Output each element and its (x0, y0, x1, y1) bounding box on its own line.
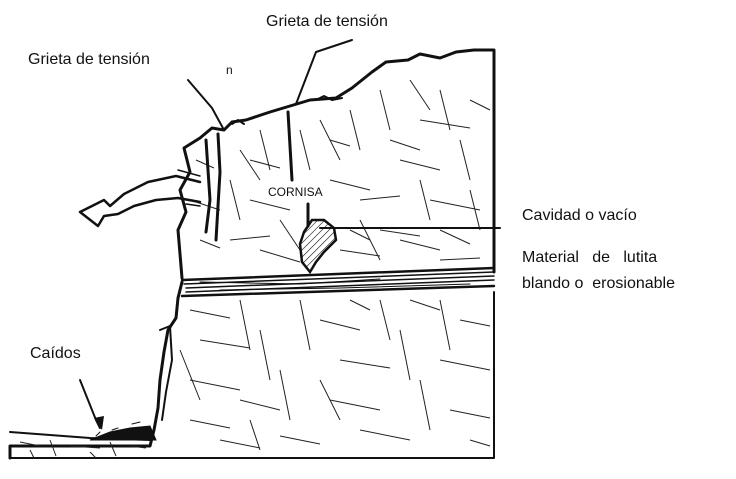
label-cornice: CORNISA (268, 185, 323, 199)
label-shale-line2: blando o erosionable (522, 275, 675, 292)
fall-debris (89, 421, 157, 441)
tension-cracks (204, 110, 294, 242)
ground-fractures (19, 439, 147, 459)
base-outline (9, 291, 495, 459)
lower-block-outline (8, 280, 184, 460)
label-falls: Caídos (30, 345, 81, 362)
lower-fractures (179, 299, 491, 451)
tension-crack-top (286, 110, 294, 182)
upper-fractures (189, 79, 491, 263)
movement-arrow (78, 169, 202, 228)
shale-band (180, 266, 496, 298)
leader-tension-left (187, 79, 225, 131)
toppling-arrow (78, 174, 202, 228)
tension-crack-left (204, 138, 212, 234)
label-tension-crack-left: Grieta de tensión (28, 51, 150, 68)
label-ledge-mark: n (226, 63, 233, 77)
leader-lines (79, 39, 501, 430)
upper-cliff-outline (176, 48, 496, 280)
crest-details (231, 95, 343, 125)
leader-tension-top (295, 39, 353, 105)
label-shale-line1: Material de lutita (522, 249, 657, 266)
rock-mass (8, 48, 496, 460)
lower-face-step (159, 325, 173, 421)
cavity (298, 202, 338, 275)
label-cavity: Cavidad o vacío (522, 207, 637, 224)
tension-crack-left-inner (214, 132, 222, 242)
cavity-void (298, 218, 338, 275)
leader-falls-arrowhead (94, 416, 104, 430)
label-tension-crack-top: Grieta de tensión (266, 13, 388, 30)
